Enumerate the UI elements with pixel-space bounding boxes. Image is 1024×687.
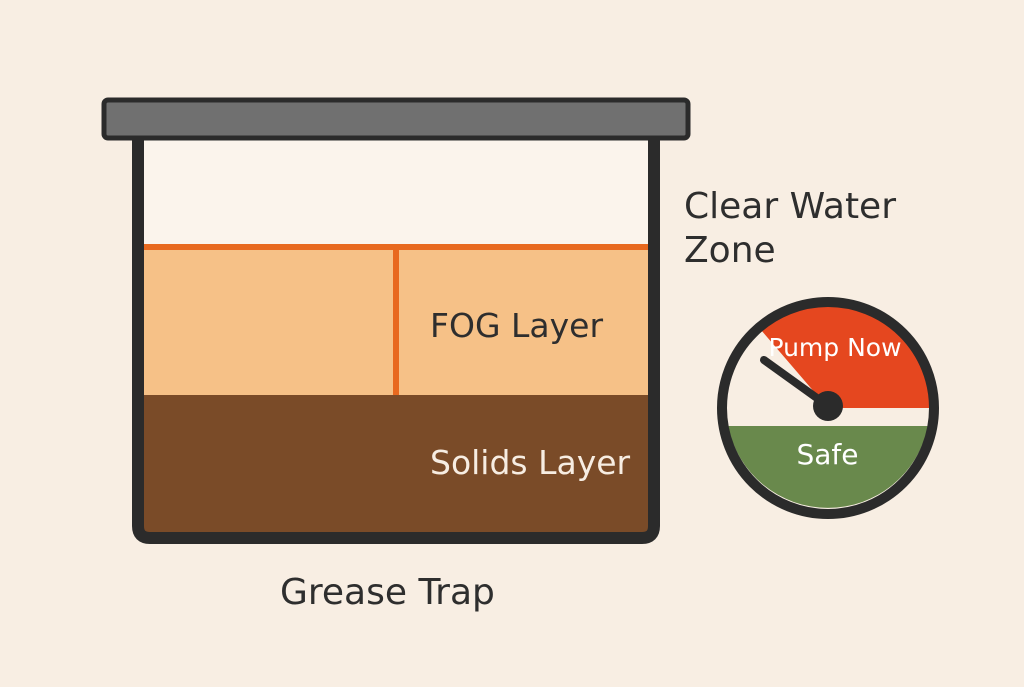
clear-water-zone	[138, 135, 654, 247]
clear-water-zone-label: Clear Water Zone	[684, 186, 897, 271]
tank	[101, 97, 691, 544]
gauge-safe-zone	[728, 426, 928, 508]
pump-gauge	[717, 297, 939, 519]
gauge-rim	[717, 297, 939, 519]
grease-trap-title: Grease Trap	[280, 572, 495, 613]
gauge-hub	[813, 391, 843, 421]
gauge-safe-label: Safe	[796, 438, 859, 471]
solids-layer-label: Solids Layer	[430, 443, 631, 482]
gauge-pump-now-label: Pump Now	[768, 333, 902, 362]
gauge-pump-zone	[761, 304, 931, 408]
tank-outline	[132, 132, 660, 544]
solids-layer	[138, 395, 654, 537]
tank-lid	[101, 97, 691, 141]
fog-layer-label: FOG Layer	[430, 306, 604, 345]
